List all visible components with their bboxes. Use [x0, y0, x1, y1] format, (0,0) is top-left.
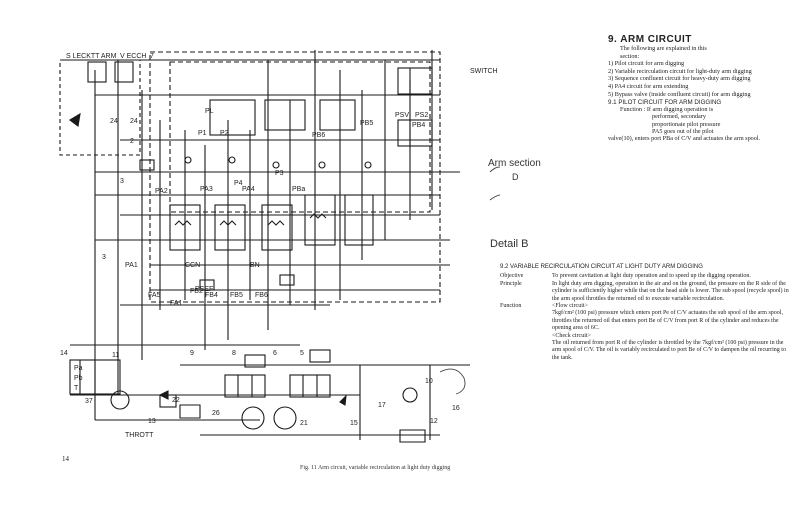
section2-row: 7kgf/cm² (100 psi) pressure which enters…	[500, 310, 790, 332]
schematic-label: 22	[172, 397, 180, 404]
section2-row: Principle In light duty arm digging, ope…	[500, 281, 790, 303]
schematic-label: 15	[350, 420, 358, 427]
schematic-label: FB6	[255, 292, 268, 299]
schematic-label: FA1	[170, 300, 183, 307]
subsection-text: Function : If arm digging operation is	[620, 106, 714, 114]
detail-b-label: Detail B	[490, 238, 529, 250]
section-intro-line: section:	[620, 52, 640, 60]
schematic-label: FB5	[230, 292, 243, 299]
circuit-list-item: 2) Variable recirculation circuit for li…	[608, 67, 752, 75]
hydraulic-schematic	[59, 50, 500, 443]
detail-d-label: D	[512, 172, 519, 182]
arm-circuit-section: 9. ARM CIRCUIT The following are explain…	[500, 34, 790, 143]
circuit-list-item: 1) Pilot circuit for arm digging	[608, 59, 685, 67]
row-value: In light duty arm digging, operation in …	[552, 280, 789, 302]
schematic-label: T	[74, 385, 79, 392]
schematic-label: THROTT	[125, 432, 154, 439]
schematic-label: PB4	[412, 122, 426, 129]
schematic-label: FB4	[205, 292, 218, 299]
schematic-label: CCN	[185, 262, 201, 269]
schematic-label: P2	[220, 130, 229, 137]
row-key: Function	[500, 303, 522, 310]
row-value: <Check circuit>	[552, 332, 591, 339]
schematic-label: PBa	[292, 186, 306, 193]
section2-row: Objective To prevent cavitation at light…	[500, 273, 790, 280]
schematic-label: 24	[110, 118, 118, 125]
schematic-label: 3	[120, 178, 124, 185]
row-key: Objective	[500, 273, 524, 280]
schematic-label: S LECKTT ARM	[66, 53, 117, 60]
circuit-list: 1) Pilot circuit for arm digging 2) Vari…	[608, 60, 790, 98]
row-key	[500, 333, 552, 340]
schematic-label: PS2	[415, 112, 429, 119]
schematic-label: V ECCH	[120, 53, 147, 60]
page-number: 14	[62, 455, 69, 463]
schematic-label: 13	[148, 418, 156, 425]
schematic-label: Pa	[74, 365, 83, 372]
schematic-label: PB5	[360, 120, 374, 127]
schematic-label: P1	[198, 130, 207, 137]
row-value: The oil returned from port R of the cyli…	[552, 340, 786, 361]
section2-heading: 9.2 VARIABLE RECIRCULATION CIRCUIT AT LI…	[500, 264, 703, 270]
schematic-label: 24	[130, 118, 138, 125]
schematic-label: 5	[300, 350, 304, 357]
schematic-label: 21	[300, 420, 308, 427]
subsection-text: proportionate pilot pressure	[652, 120, 721, 128]
schematic-label: FA5	[148, 292, 161, 299]
schematic-label: PA4	[242, 186, 255, 193]
circuit-list-item: 4) PA4 circuit for arm extending	[608, 83, 689, 91]
row-value: 7kgf/cm² (100 psi) pressure which enters…	[552, 310, 783, 332]
schematic-label: 2	[130, 138, 134, 145]
schematic-label: 3	[102, 254, 106, 261]
schematic-label: 26	[212, 410, 220, 417]
schematic-label: PA3	[200, 186, 213, 193]
schematic-label: 17	[378, 402, 386, 409]
schematic-label: P3	[275, 170, 284, 177]
schematic-label: PA2	[155, 188, 168, 195]
variable-recirculation-section: 9.2 VARIABLE RECIRCULATION CIRCUIT AT LI…	[500, 264, 790, 362]
subsection-text: valve(10), enters port PBa of C/V and ac…	[608, 135, 761, 143]
schematic-label: 11	[112, 352, 120, 359]
section2-row: The oil returned from port R of the cyli…	[500, 340, 790, 362]
subsection-text: performed, secondary	[652, 113, 706, 121]
figure-caption: Fig. 11 Arm circuit, variable recirculat…	[300, 465, 451, 471]
schematic-label: 9	[190, 350, 194, 357]
schematic-label: SWITCH	[470, 68, 498, 75]
row-value: To prevent cavitation at light duty oper…	[552, 273, 751, 280]
schematic-label: 8	[232, 350, 236, 357]
schematic-label: P4	[234, 180, 243, 187]
circuit-list-item: 3) Sequence confluent circuit for heavy-…	[608, 75, 751, 83]
row-key: Principle	[500, 280, 522, 287]
schematic-label: PSEF	[195, 286, 214, 293]
schematic-label: BN	[250, 262, 260, 269]
schematic-label: 7	[150, 53, 154, 60]
schematic-label: 16	[452, 405, 460, 412]
row-key	[500, 310, 552, 332]
section2-row: Function <Flow circuit>	[500, 303, 790, 310]
schematic-label: 6	[273, 350, 277, 357]
schematic-label: 14	[60, 350, 68, 357]
row-key	[500, 340, 552, 362]
schematic-label: PB6	[312, 132, 326, 139]
arm-section-label: Arm section	[488, 158, 541, 169]
section2-row: <Check circuit>	[500, 333, 790, 340]
schematic-label: Pb	[74, 375, 83, 382]
schematic-label: PA1	[125, 262, 138, 269]
schematic-label: PL	[205, 108, 214, 115]
schematic-label: 37	[85, 398, 93, 405]
subsection-heading: 9.1 PILOT CIRCUIT FOR ARM DIGGING	[608, 98, 722, 106]
schematic-label: FB2	[190, 288, 203, 295]
schematic-label: PSV	[395, 112, 410, 119]
subsection-text: PA5 goes out of the pilot	[652, 128, 714, 136]
schematic-label: 10	[425, 378, 433, 385]
circuit-list-item: 5) Bypass valve (inside confluent circui…	[608, 91, 751, 99]
row-value: <Flow circuit>	[552, 303, 588, 310]
schematic-label: 12	[430, 418, 438, 425]
section-intro-line: The following are explained in this	[620, 45, 707, 53]
section-heading: 9. ARM CIRCUIT	[608, 34, 692, 45]
